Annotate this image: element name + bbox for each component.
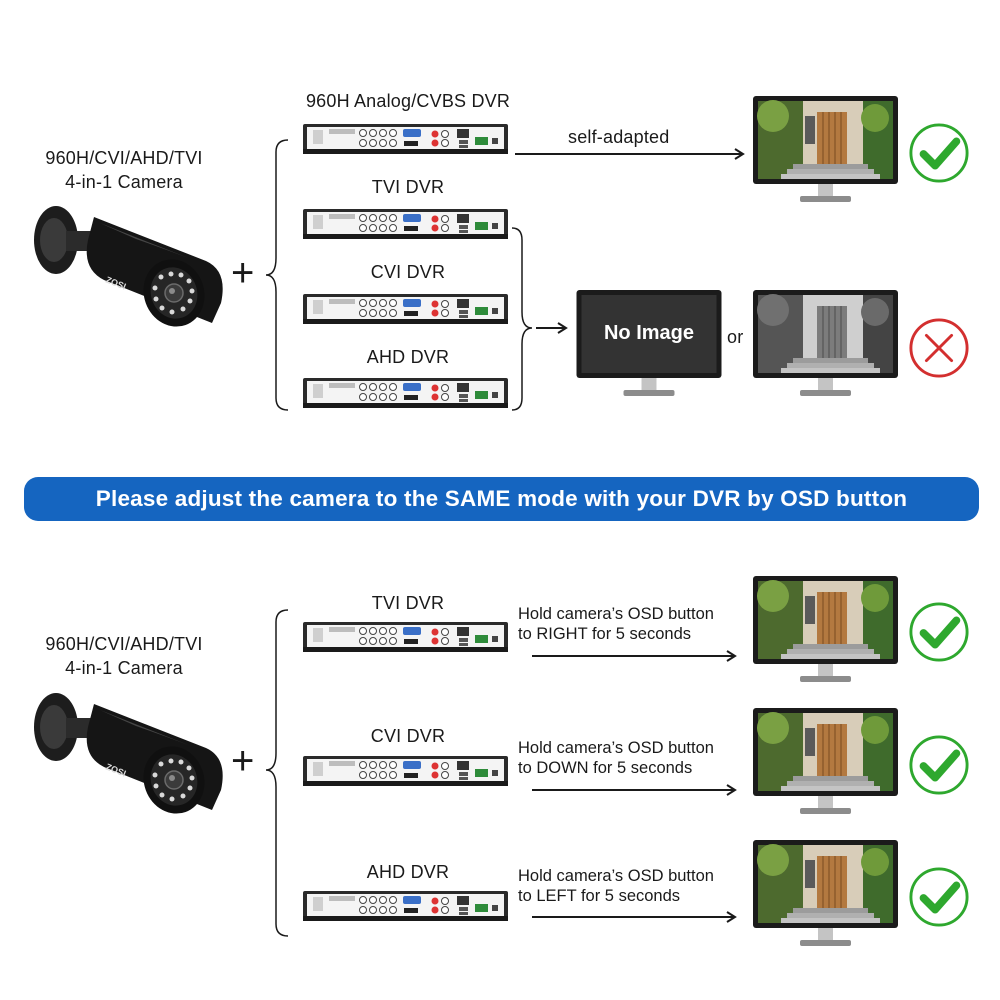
brace-icon xyxy=(511,227,568,411)
dvr-label-ahd: AHD DVR xyxy=(366,347,450,367)
self-adapted-label: self-adapted xyxy=(568,127,670,147)
arrow-right-icon xyxy=(515,148,745,160)
osd-instruction-line1: Hold camera’s OSD button xyxy=(518,605,714,623)
osd-instruction-line2: to DOWN for 5 seconds xyxy=(518,759,693,777)
dvr-label-analog: 960H Analog/CVBS DVR xyxy=(305,91,511,111)
dvr-label-tvi: TVI DVR xyxy=(371,177,445,197)
check-icon xyxy=(908,601,970,663)
dvr-label-tvi: TVI DVR xyxy=(371,593,445,613)
monitor-icon xyxy=(753,708,898,815)
no-image-label: No Image xyxy=(603,322,695,344)
osd-instruction-line2: to RIGHT for 5 seconds xyxy=(518,625,692,643)
monitor-icon xyxy=(753,576,898,683)
cross-icon xyxy=(909,318,969,378)
dvr-recorder-icon xyxy=(303,124,508,154)
dvr-label-ahd: AHD DVR xyxy=(366,862,450,882)
monitor-icon xyxy=(753,840,898,947)
dvr-label-cvi: CVI DVR xyxy=(370,726,446,746)
dvr-recorder-icon xyxy=(303,294,508,324)
dvr-recorder-icon xyxy=(303,378,508,408)
dvr-recorder-icon xyxy=(303,622,508,652)
brace-icon xyxy=(265,609,289,937)
arrow-right-icon xyxy=(532,911,737,923)
dvr-recorder-icon xyxy=(303,209,508,239)
bullet-camera-icon: ZOSI xyxy=(33,692,224,823)
monitor-no-image-icon xyxy=(576,290,722,396)
camera-label-line1: 960H/CVI/AHD/TVI xyxy=(45,634,203,654)
arrow-right-icon xyxy=(532,650,737,662)
plus-sign: + xyxy=(231,251,255,295)
bullet-camera-icon: ZOSI xyxy=(33,205,224,336)
check-icon xyxy=(908,122,970,184)
plus-sign: + xyxy=(231,739,255,783)
osd-instruction-line1: Hold camera’s OSD button xyxy=(518,867,714,885)
brace-icon xyxy=(265,139,289,411)
check-icon xyxy=(908,734,970,796)
instruction-banner: Please adjust the camera to the SAME mod… xyxy=(24,477,979,521)
or-label: or xyxy=(727,327,744,347)
camera-label-line2: 4-in-1 Camera xyxy=(65,172,183,192)
osd-instruction-line1: Hold camera’s OSD button xyxy=(518,739,714,757)
camera-label-line1: 960H/CVI/AHD/TVI xyxy=(45,148,203,168)
arrow-right-icon xyxy=(532,784,737,796)
camera-label-line2: 4-in-1 Camera xyxy=(65,658,183,678)
osd-instruction-line2: to LEFT for 5 seconds xyxy=(518,887,681,905)
dvr-recorder-icon xyxy=(303,891,508,921)
monitor-grayscale-icon xyxy=(753,290,898,397)
monitor-icon xyxy=(753,96,898,203)
check-icon xyxy=(908,866,970,928)
dvr-recorder-icon xyxy=(303,756,508,786)
dvr-label-cvi: CVI DVR xyxy=(370,262,446,282)
